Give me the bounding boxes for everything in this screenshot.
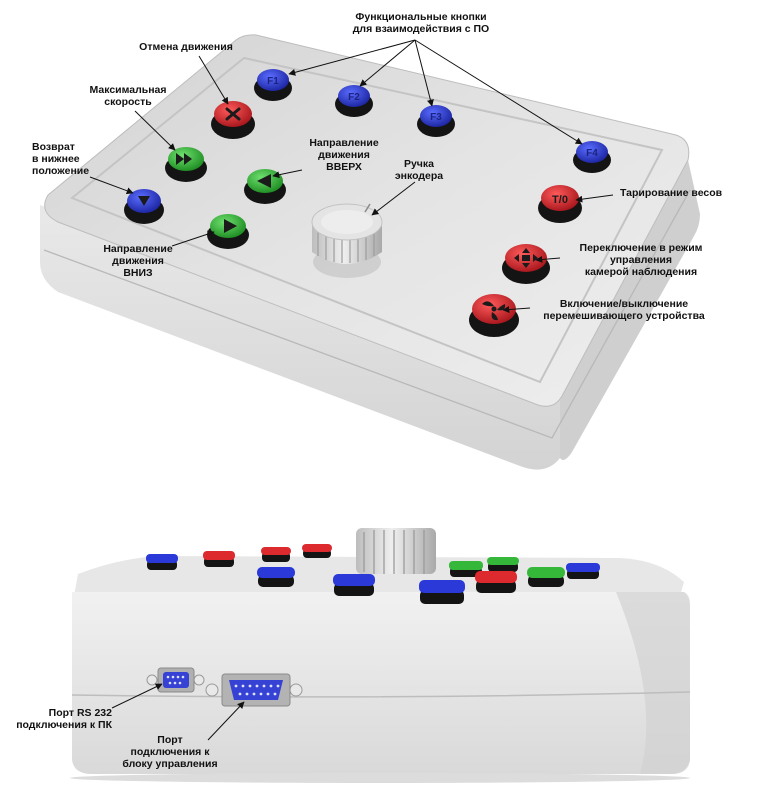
encoder-knob[interactable]: [311, 203, 383, 278]
side-button-red[interactable]: [475, 571, 517, 593]
button-tare[interactable]: T/0: [538, 185, 582, 223]
encoder-knob-side: [356, 528, 436, 574]
f1-glyph: F1: [267, 76, 279, 87]
label-control-port: Порт подключения к блоку управления: [122, 734, 218, 770]
button-f1[interactable]: F1: [254, 69, 292, 101]
arrow-down-icon: [138, 196, 150, 206]
triangle-right-icon: [224, 219, 237, 233]
side-button-blue[interactable]: [257, 567, 295, 587]
leader-lines-side: [111, 683, 245, 741]
leader-lines-top: [89, 39, 614, 314]
side-button-blue[interactable]: [333, 574, 375, 596]
label-return-lower: Возврат в нижнее положение: [32, 141, 90, 177]
label-encoder-knob: Ручка энкодера: [394, 158, 444, 182]
control-unit-port[interactable]: [205, 673, 303, 707]
label-mixer-toggle: Включение/выключение перемешивающего уст…: [543, 298, 705, 322]
button-max-speed[interactable]: [165, 147, 207, 182]
tare-glyph: T/0: [552, 194, 568, 206]
rs232-port[interactable]: [146, 667, 205, 693]
side-button-blue[interactable]: [566, 563, 600, 579]
button-cancel[interactable]: [211, 101, 255, 139]
side-button-red[interactable]: [261, 547, 291, 562]
device-side-view: [70, 556, 691, 783]
button-camera[interactable]: [502, 244, 550, 284]
label-cancel-motion: Отмена движения: [139, 41, 233, 53]
f4-glyph: F4: [586, 148, 598, 159]
side-button-blue[interactable]: [419, 580, 465, 604]
label-camera-mode: Переключение в режим управления камерой …: [579, 242, 703, 278]
button-return-lower[interactable]: [124, 189, 164, 224]
side-buttons: [146, 544, 600, 604]
button-f2[interactable]: F2: [335, 85, 373, 117]
fan-icon: [482, 301, 506, 321]
button-mixer[interactable]: [469, 294, 519, 337]
f3-glyph: F3: [430, 112, 442, 123]
button-down[interactable]: [207, 214, 249, 249]
button-f3[interactable]: F3: [417, 105, 455, 137]
fast-forward-icon: [176, 153, 192, 165]
button-f4[interactable]: F4: [573, 141, 611, 173]
side-button-red[interactable]: [203, 551, 235, 567]
label-rs232-port: Порт RS 232 подключения к ПК: [16, 707, 112, 731]
label-direction-down: Направление движения ВНИЗ: [103, 243, 173, 279]
label-direction-up: Направление движения ВВЕРХ: [309, 137, 379, 173]
label-max-speed: Максимальная скорость: [89, 84, 167, 108]
label-tare: Тарирование весов: [620, 187, 723, 199]
side-button-green[interactable]: [527, 567, 565, 587]
side-button-blue[interactable]: [146, 554, 178, 570]
side-button-green[interactable]: [487, 557, 519, 572]
cross-icon: [225, 107, 241, 121]
side-button-red[interactable]: [302, 544, 332, 558]
side-button-green[interactable]: [449, 561, 483, 577]
triangle-left-icon: [257, 174, 271, 188]
f2-glyph: F2: [348, 92, 360, 103]
label-functional-buttons: Функциональные кнопки для взаимодействия…: [352, 11, 490, 35]
